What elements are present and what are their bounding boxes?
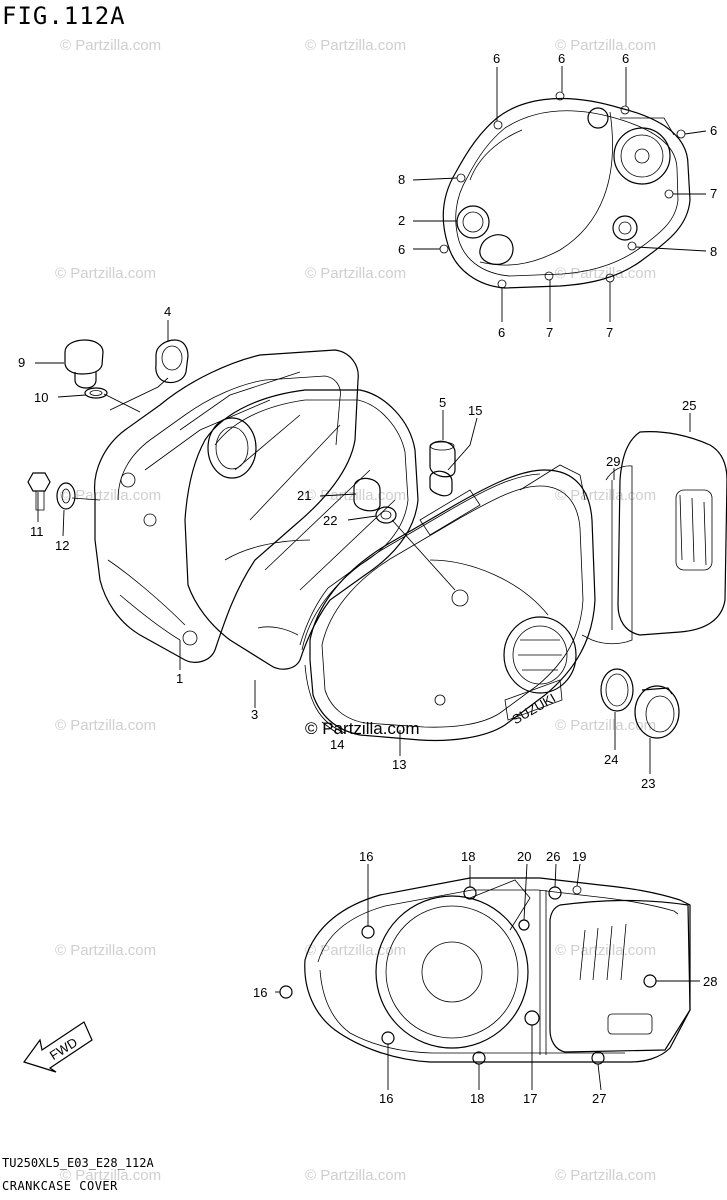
callout-label: 16: [359, 849, 373, 864]
callout-label: 22: [323, 513, 337, 528]
callout-label: 12: [55, 538, 69, 553]
callout-label: 23: [641, 776, 655, 791]
watermark: © Partzilla.com: [305, 37, 406, 54]
callout-label: 25: [682, 398, 696, 413]
model-code: TU250XL5_E03_E28_112A: [2, 1156, 154, 1170]
watermark: © Partzilla.com: [60, 1167, 161, 1184]
callout-label: 6: [622, 51, 629, 66]
section-name: CRANKCASE COVER: [2, 1179, 118, 1193]
watermark: © Partzilla.com: [555, 942, 656, 959]
callout-label: 3: [251, 707, 258, 722]
callout-label: 9: [18, 355, 25, 370]
clutch-cover-outer-view: 6 6 6 6 8 7 2 6 8 6 7 7: [398, 51, 717, 340]
callout-label: 7: [606, 325, 613, 340]
callout-label: 29: [606, 454, 620, 469]
watermark: © Partzilla.com: [305, 487, 406, 504]
callout-label: 6: [710, 123, 717, 138]
callout-label: 4: [164, 304, 171, 319]
magneto-cover-assembled-view: 16 18 20 26 19 16 28 16 18 17 27: [253, 849, 717, 1106]
callout-label: 7: [546, 325, 553, 340]
watermark: © Partzilla.com: [305, 1167, 406, 1184]
callout-label: 28: [703, 974, 717, 989]
callout-label: 6: [558, 51, 565, 66]
watermark: © Partzilla.com: [555, 487, 656, 504]
fig-title: FIG.112A: [2, 2, 126, 30]
center-watermark: © Partzilla.com: [305, 719, 420, 738]
callout-label: 18: [461, 849, 475, 864]
callout-label: 5: [439, 395, 446, 410]
callout-label: 2: [398, 213, 405, 228]
callout-label: 10: [34, 390, 48, 405]
callout-label: 14: [330, 737, 344, 752]
callout-label: 15: [468, 403, 482, 418]
watermark: © Partzilla.com: [60, 487, 161, 504]
callout-label: 26: [546, 849, 560, 864]
callout-label: 11: [30, 524, 44, 539]
watermark: © Partzilla.com: [60, 37, 161, 54]
callout-label: 24: [604, 752, 618, 767]
callout-label: 16: [253, 985, 267, 1000]
callout-label: 8: [398, 172, 405, 187]
callout-label: 17: [523, 1091, 537, 1106]
callout-label: 6: [498, 325, 505, 340]
watermark: © Partzilla.com: [555, 37, 656, 54]
watermark: © Partzilla.com: [555, 265, 656, 282]
callout-label: 16: [379, 1091, 393, 1106]
callout-label: 19: [572, 849, 586, 864]
forward-direction-arrow: FWD: [23, 1021, 93, 1073]
callout-label: 13: [392, 757, 406, 772]
watermark: © Partzilla.com: [55, 717, 156, 734]
callout-label: 27: [592, 1091, 606, 1106]
callout-label: 7: [710, 186, 717, 201]
callout-label: 6: [398, 242, 405, 257]
watermark: © Partzilla.com: [555, 717, 656, 734]
watermark: © Partzilla.com: [555, 1167, 656, 1184]
callout-label: 1: [176, 671, 183, 686]
callout-label: 8: [710, 244, 717, 259]
callout-label: 20: [517, 849, 531, 864]
watermark: © Partzilla.com: [55, 265, 156, 282]
callout-label: 21: [297, 488, 311, 503]
watermark: © Partzilla.com: [55, 942, 156, 959]
callout-label: 6: [493, 51, 500, 66]
callout-label: 18: [470, 1091, 484, 1106]
watermark-layer: © Partzilla.com © Partzilla.com © Partzi…: [55, 37, 656, 1184]
watermark: © Partzilla.com: [305, 265, 406, 282]
